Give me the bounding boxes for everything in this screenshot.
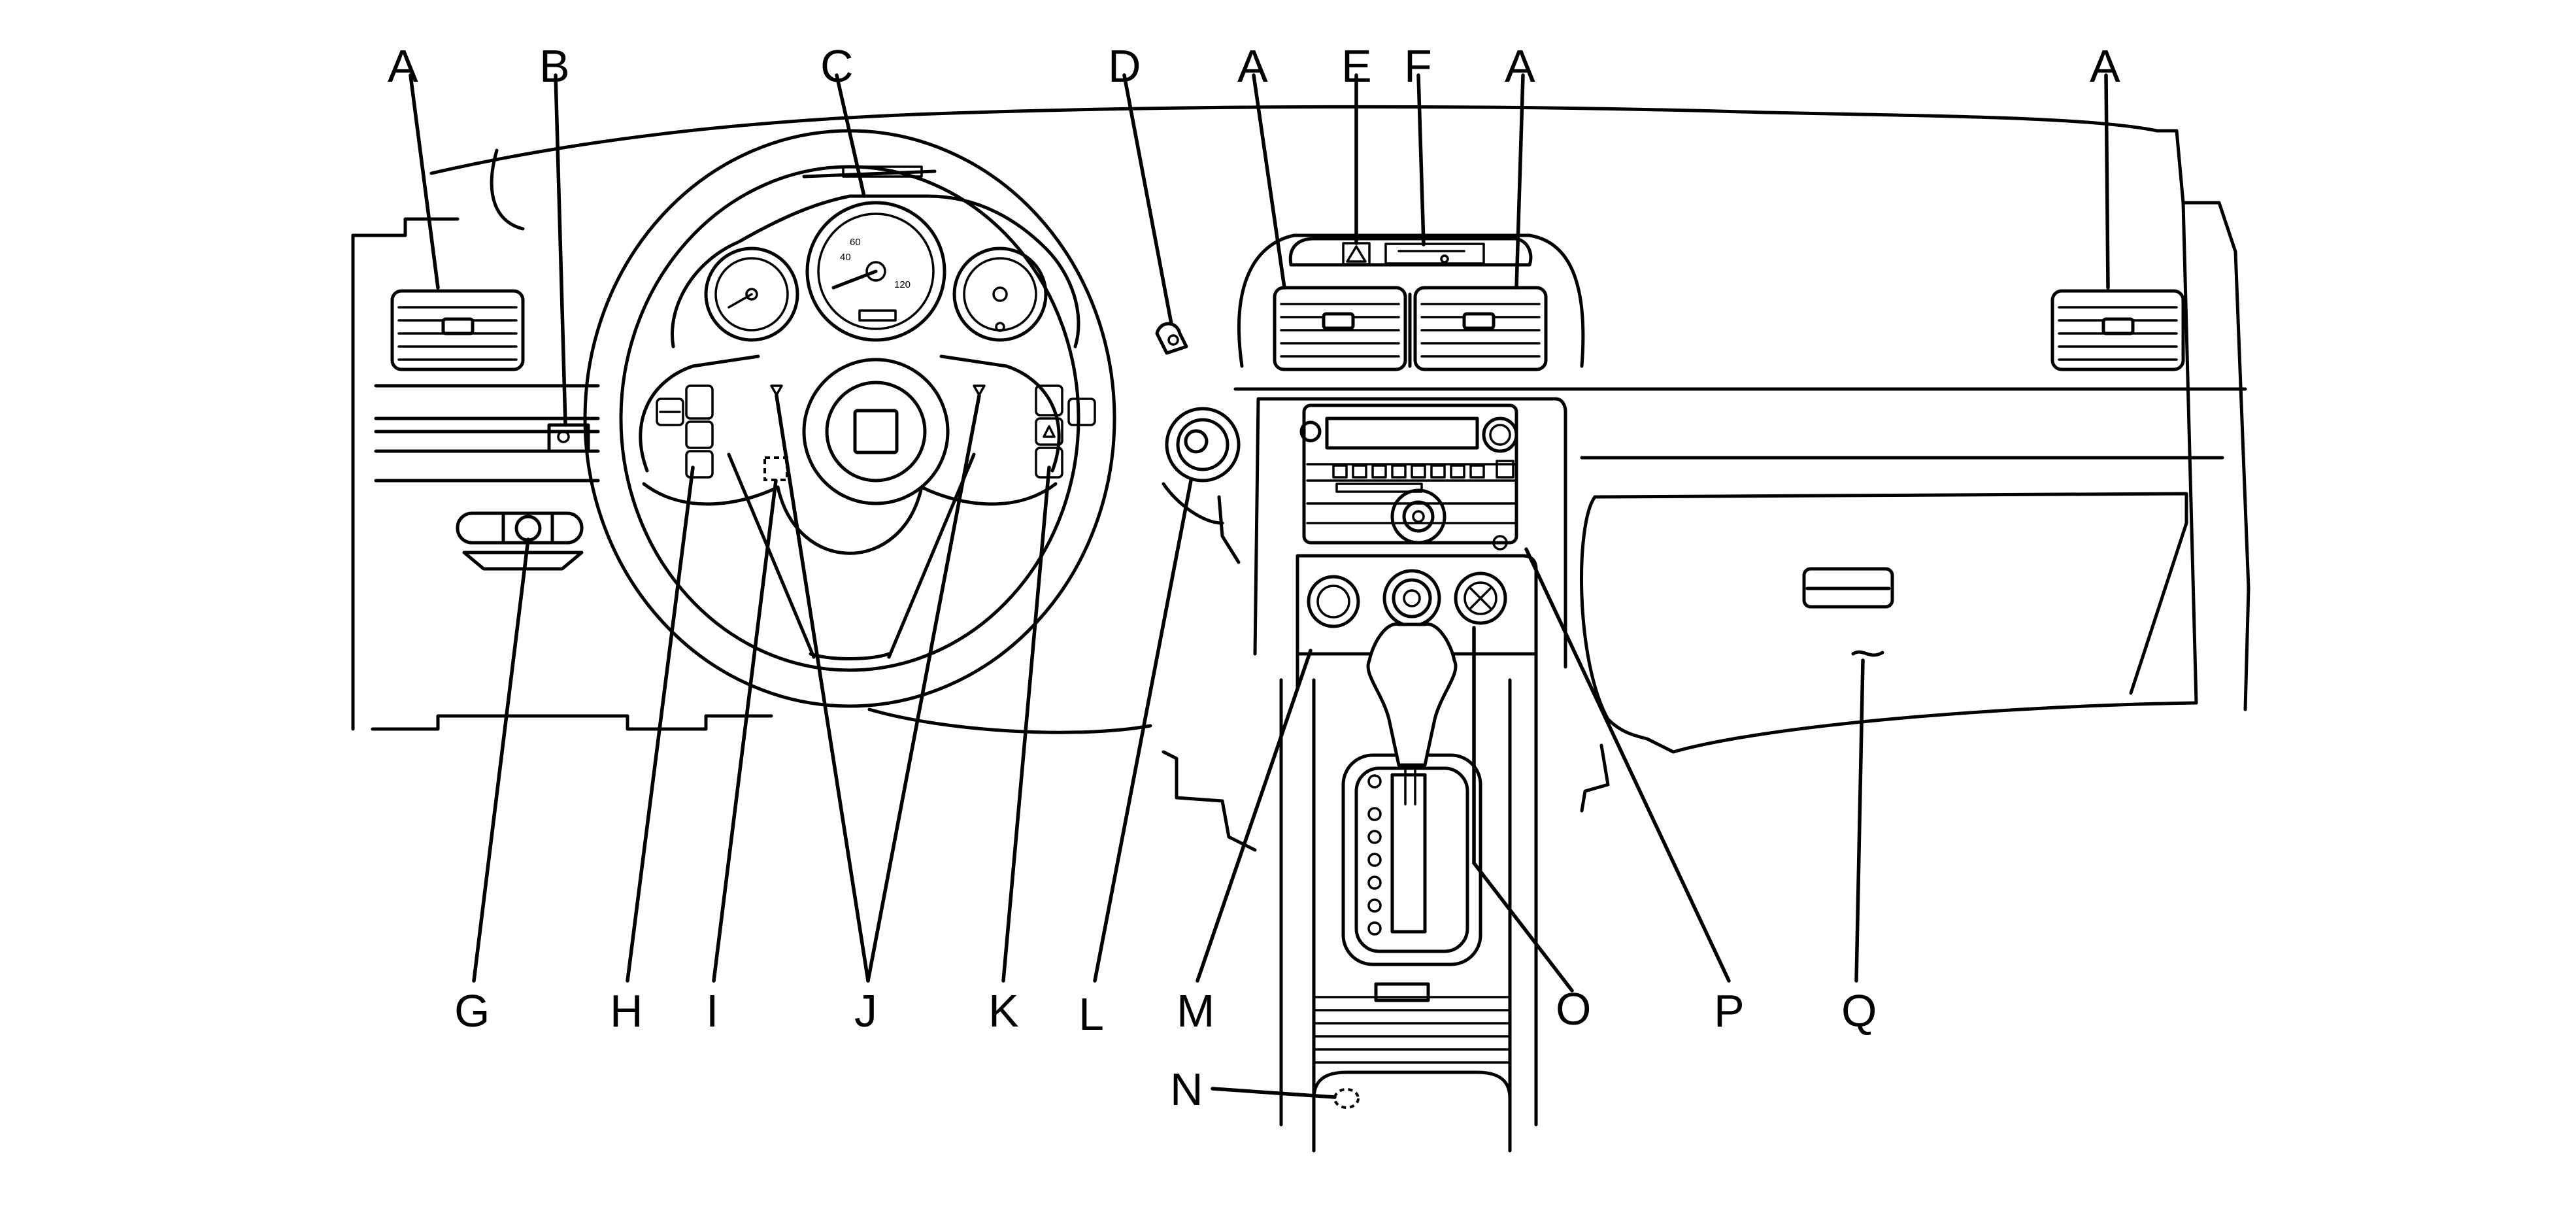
- speedometer-gauge: [805, 201, 946, 342]
- callout-h: H: [610, 985, 643, 1036]
- callout-a-center-left-vent: A: [1237, 41, 1268, 92]
- tilt-wheel-lever: [763, 456, 788, 481]
- turn-signal-lever: [547, 423, 590, 453]
- leader-lines: [409, 73, 2110, 1099]
- callout-e: E: [1341, 41, 1372, 92]
- air-delivery-knob: [1454, 571, 1507, 625]
- horn-mark-left: [770, 384, 783, 396]
- fuel-gauge: [952, 246, 1048, 342]
- callout-d: D: [1108, 41, 1141, 92]
- hazard-warning-icon: [1346, 245, 1367, 263]
- callout-a-right-vent: A: [2090, 41, 2120, 92]
- callout-c: C: [820, 41, 854, 92]
- callout-i: I: [706, 985, 718, 1036]
- ignition-switch: [1162, 407, 1241, 564]
- audio-system: [1253, 397, 1567, 669]
- power-outlet: [1333, 1088, 1360, 1109]
- callout-j: J: [854, 985, 877, 1036]
- callout-f: F: [1404, 41, 1432, 92]
- svg-text:40: 40: [840, 252, 851, 263]
- callout-g: G: [454, 985, 490, 1036]
- callout-p: P: [1714, 985, 1745, 1036]
- shift-lever: [1366, 622, 1458, 806]
- windshield-wiper-lever: [1155, 322, 1188, 355]
- callout-o: O: [1556, 983, 1591, 1034]
- callout-labels: A B C D A E F A A G H I J K L M N O P Q: [388, 41, 2120, 1115]
- center-console: [1279, 622, 1538, 1153]
- headlamp-switch: [456, 511, 584, 571]
- svg-text:60: 60: [850, 237, 861, 248]
- callout-b: B: [539, 41, 570, 92]
- dashboard-outline: [351, 105, 2250, 852]
- callout-a-center-right-vent: A: [1505, 41, 1535, 92]
- hazard-and-airbag-indicator-strip: [1288, 237, 1533, 267]
- glove-box-latch: [1802, 567, 1894, 609]
- left-steering-wheel-controls: [656, 384, 714, 479]
- callout-m: M: [1177, 985, 1214, 1036]
- callout-a-left-vent: A: [388, 41, 418, 92]
- svg-text:120: 120: [894, 279, 911, 290]
- horn-mark-right: [973, 384, 986, 396]
- callout-l: L: [1079, 989, 1104, 1040]
- instrument-cluster: 120 60 40: [671, 165, 1080, 348]
- glove-box: [1580, 456, 2224, 721]
- steering-wheel-hub: [802, 358, 950, 505]
- volume-knob: [1390, 488, 1447, 545]
- tachometer-gauge: [704, 246, 799, 342]
- right-steering-wheel-controls: [1035, 384, 1096, 479]
- glove-box-lock: [1851, 650, 1884, 657]
- callout-k: K: [988, 985, 1019, 1036]
- left-air-vent: [390, 289, 525, 371]
- fan-control-knob: [1307, 575, 1360, 628]
- center-air-vents: [1237, 233, 1585, 371]
- right-air-vent: [2050, 289, 2185, 371]
- callout-q: Q: [1841, 985, 1877, 1036]
- callout-n: N: [1170, 1064, 1203, 1115]
